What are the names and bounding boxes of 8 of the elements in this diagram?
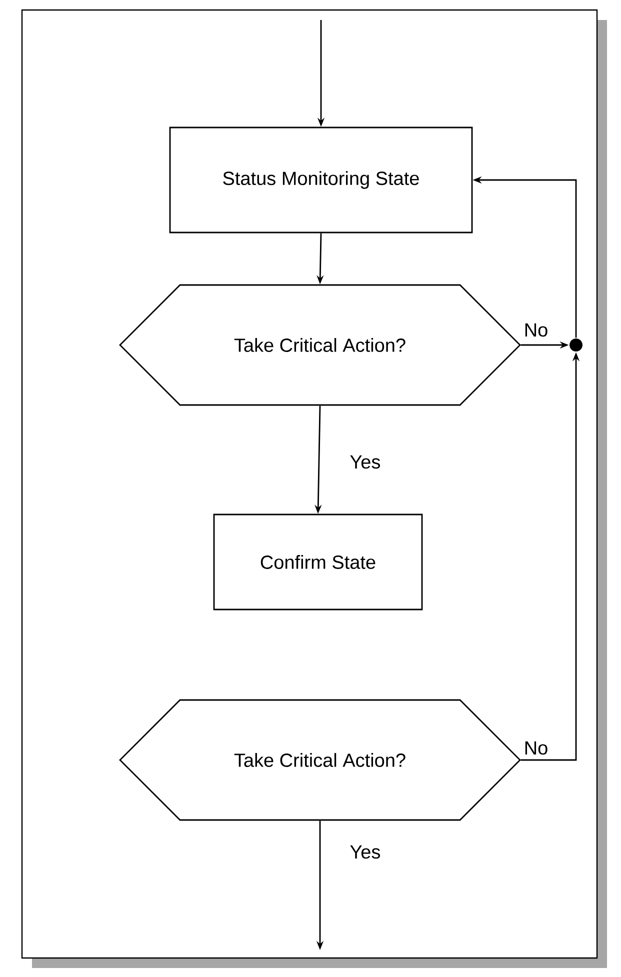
decision-hexagon: Take Critical Action?	[119, 284, 521, 406]
edge-label: Yes	[348, 844, 382, 860]
edge-label: No	[522, 322, 550, 338]
decision-hexagon: Take Critical Action?	[119, 699, 521, 821]
process-box: Status Monitoring State	[169, 126, 473, 234]
edge-label: No	[522, 740, 550, 756]
process-box: Confirm State	[213, 514, 423, 610]
edge-label: Yes	[348, 454, 382, 470]
